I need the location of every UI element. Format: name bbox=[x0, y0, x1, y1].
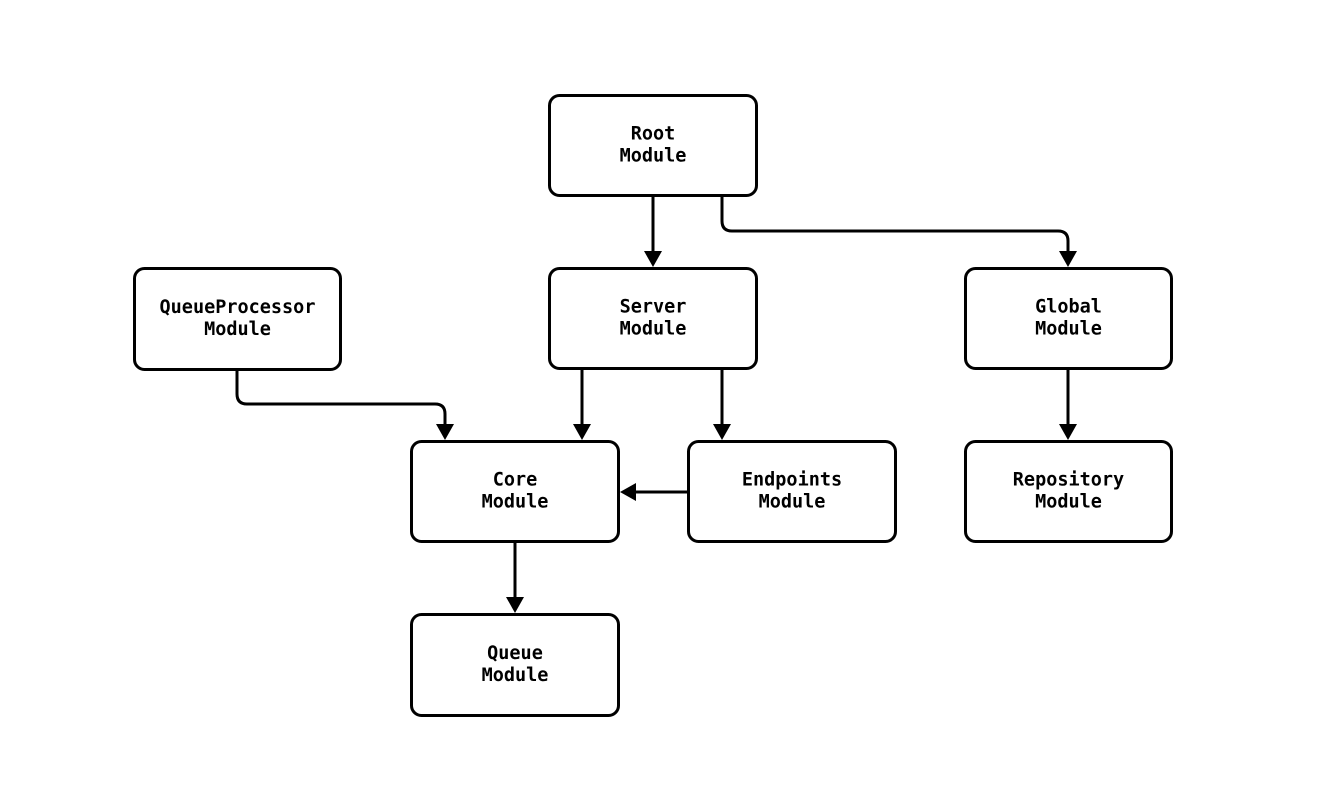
edges-layer bbox=[235, 197, 1077, 613]
edge-root-to-global bbox=[720, 197, 1077, 267]
endpoints-module-node-label-line1: Endpoints bbox=[742, 470, 842, 491]
core-module-node-label-line2: Module bbox=[482, 492, 549, 513]
endpoints-module-node-box[interactable] bbox=[687, 440, 897, 543]
server-module-node-label-line1: Server bbox=[620, 297, 687, 318]
root-module-node-label-line2: Module bbox=[620, 146, 687, 167]
edge-server-to-endpoints bbox=[713, 370, 731, 440]
queue-module-node-box[interactable] bbox=[410, 613, 620, 717]
edge-global-to-repository bbox=[1059, 370, 1077, 440]
root-module-node-box[interactable] bbox=[548, 94, 758, 197]
edge-queueprocessor-to-core-line bbox=[235, 371, 447, 425]
edge-root-to-server-arrowhead-icon bbox=[644, 251, 662, 267]
global-module-node-label-line2: Module bbox=[1035, 319, 1102, 340]
edge-root-to-server bbox=[644, 197, 662, 267]
endpoints-module-node-label-line2: Module bbox=[759, 492, 826, 513]
edge-endpoints-to-core-arrowhead-icon bbox=[620, 483, 636, 501]
edge-endpoints-to-core bbox=[620, 483, 687, 501]
global-module-node-box[interactable] bbox=[964, 267, 1173, 370]
edge-root-to-global-line bbox=[720, 197, 1070, 252]
queueprocessor-module-node-label-line2: Module bbox=[204, 319, 271, 340]
server-module-node-label-line2: Module bbox=[620, 319, 687, 340]
nodes-layer: RootModuleQueueProcessorModuleServerModu… bbox=[133, 94, 1173, 717]
edge-root-to-global-arrowhead-icon bbox=[1059, 251, 1077, 267]
queueprocessor-module-node-box[interactable] bbox=[133, 267, 342, 371]
server-module-node-box[interactable] bbox=[548, 267, 758, 370]
edge-queueprocessor-to-core bbox=[235, 371, 454, 440]
core-module-node-label-line1: Core bbox=[493, 470, 538, 491]
queueprocessor-module-node-label-line1: QueueProcessor bbox=[160, 297, 316, 318]
repository-module-node-label-line2: Module bbox=[1035, 492, 1102, 513]
edge-server-to-endpoints-arrowhead-icon bbox=[713, 424, 731, 440]
global-module-node-label-line1: Global bbox=[1035, 297, 1102, 318]
edge-core-to-queue-arrowhead-icon bbox=[506, 597, 524, 613]
root-module-node-label-line1: Root bbox=[631, 124, 676, 145]
edge-server-to-core-arrowhead-icon bbox=[573, 424, 591, 440]
repository-module-node-box[interactable] bbox=[964, 440, 1173, 543]
edge-core-to-queue bbox=[506, 543, 524, 613]
queue-module-node-label-line2: Module bbox=[482, 665, 549, 686]
core-module-node-box[interactable] bbox=[410, 440, 620, 543]
edge-global-to-repository-arrowhead-icon bbox=[1059, 424, 1077, 440]
queue-module-node-label-line1: Queue bbox=[487, 643, 543, 664]
edge-queueprocessor-to-core-arrowhead-icon bbox=[436, 424, 454, 440]
edge-server-to-core bbox=[573, 370, 591, 440]
repository-module-node-label-line1: Repository bbox=[1013, 470, 1124, 491]
